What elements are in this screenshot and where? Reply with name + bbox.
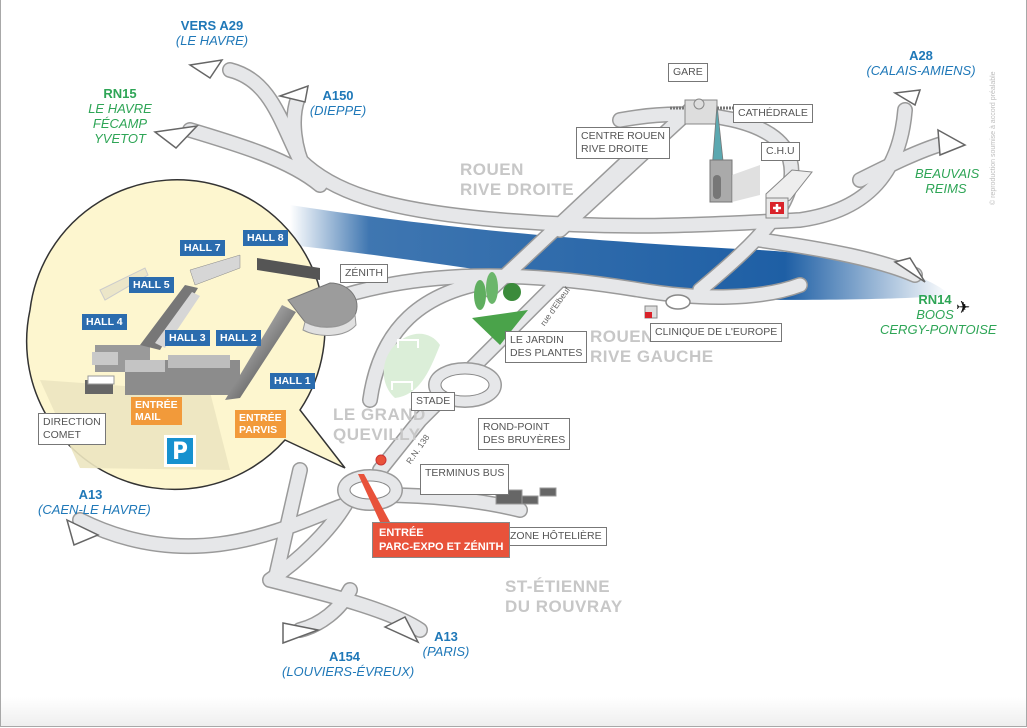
callout-direction-comet: DIRECTION COMET bbox=[38, 413, 106, 445]
building-hall-8 bbox=[257, 258, 320, 280]
arrow-a28 bbox=[892, 89, 922, 107]
main-entrance-label[interactable]: ENTRÉE PARC-EXPO ET ZÉNITH bbox=[372, 522, 511, 558]
hall-4-label[interactable]: HALL 4 bbox=[82, 314, 127, 330]
callout-cathedrale: CATHÉDRALE bbox=[733, 104, 813, 123]
dest-a154: A154 (LOUVIERS-ÉVREUX) bbox=[282, 649, 415, 679]
hall-2-label[interactable]: HALL 2 bbox=[216, 330, 261, 346]
callout-zone-hoteliere: ZONE HÔTELIÈRE bbox=[505, 527, 607, 546]
district-rive-droite: ROUEN RIVE DROITE bbox=[460, 160, 575, 199]
building-hall-1 bbox=[225, 305, 296, 400]
arrow-rn14 bbox=[893, 257, 926, 283]
arrow-a13-west bbox=[65, 518, 100, 547]
callout-rond-point: ROND-POINT DES BRUYÈRES bbox=[478, 418, 571, 450]
dest-a13-west: A13 (CAEN-LE HAVRE) bbox=[38, 487, 151, 517]
entrance-parvis-label[interactable]: ENTRÉE PARVIS bbox=[235, 410, 286, 438]
building-hall-7 bbox=[189, 254, 241, 286]
callout-clinique: CLINIQUE DE L'EUROPE bbox=[650, 323, 783, 342]
entrance-mail-label[interactable]: ENTRÉE MAIL bbox=[131, 397, 182, 425]
hall-3-label[interactable]: HALL 3 bbox=[165, 330, 210, 346]
page-bottom-shade bbox=[1, 697, 1026, 727]
hall-5-label[interactable]: HALL 5 bbox=[129, 277, 174, 293]
dest-rn14: RN14 BOOS CERGY-PONTOISE bbox=[880, 292, 997, 337]
terminus-bus-marker bbox=[375, 454, 387, 466]
airplane-icon: ✈ bbox=[956, 298, 971, 317]
callout-terminus-bus: TERMINUS BUS bbox=[420, 464, 510, 495]
callout-jardin: LE JARDIN DES PLANTES bbox=[505, 331, 588, 363]
entrance-pointer bbox=[358, 474, 390, 522]
callout-centre-rouen: CENTRE ROUEN RIVE DROITE bbox=[576, 127, 671, 159]
callout-chu: C.H.U bbox=[761, 142, 800, 161]
roundabout-clinique bbox=[665, 294, 691, 310]
arrow-a154 bbox=[282, 622, 321, 645]
arrow-a13-east bbox=[383, 615, 420, 644]
building-hall-5 bbox=[140, 285, 198, 350]
copyright-notice: © reproduction soumise à accord préalabl… bbox=[990, 71, 997, 205]
dest-rn15: RN15 LE HAVRE FÉCAMP YVETOT bbox=[88, 86, 152, 146]
dest-a150: A150 (DIEPPE) bbox=[309, 88, 367, 118]
dest-a29: VERS A29 (LE HAVRE) bbox=[175, 18, 249, 48]
district-grand-quevilly: LE GRAND QUEVILLY bbox=[333, 405, 426, 444]
dest-a28: A28 (CALAIS-AMIENS) bbox=[866, 48, 976, 78]
arrow-a29 bbox=[187, 58, 224, 80]
dest-beauvais: BEAUVAIS REIMS bbox=[915, 166, 980, 196]
callout-gare: GARE bbox=[668, 63, 708, 82]
direction-arrows bbox=[65, 58, 967, 645]
hall-7-label[interactable]: HALL 7 bbox=[180, 240, 225, 256]
jardin-area bbox=[472, 310, 528, 345]
district-rive-gauche: ROUEN RIVE GAUCHE bbox=[590, 327, 714, 366]
district-st-etienne: ST-ÉTIENNE DU ROUVRAY bbox=[505, 577, 623, 616]
callout-zenith: ZÉNITH bbox=[340, 264, 388, 283]
callout-stade: STADE bbox=[411, 392, 456, 411]
arrow-a150 bbox=[277, 84, 309, 103]
hall-8-label[interactable]: HALL 8 bbox=[243, 230, 288, 246]
dest-a13-east: A13 (PARIS) bbox=[422, 629, 470, 659]
seine-river bbox=[290, 205, 950, 300]
hall-1-label[interactable]: HALL 1 bbox=[270, 373, 315, 389]
parking-icon: P bbox=[164, 435, 196, 467]
arrow-rn15 bbox=[153, 124, 200, 150]
arrow-beauvais bbox=[937, 128, 967, 157]
